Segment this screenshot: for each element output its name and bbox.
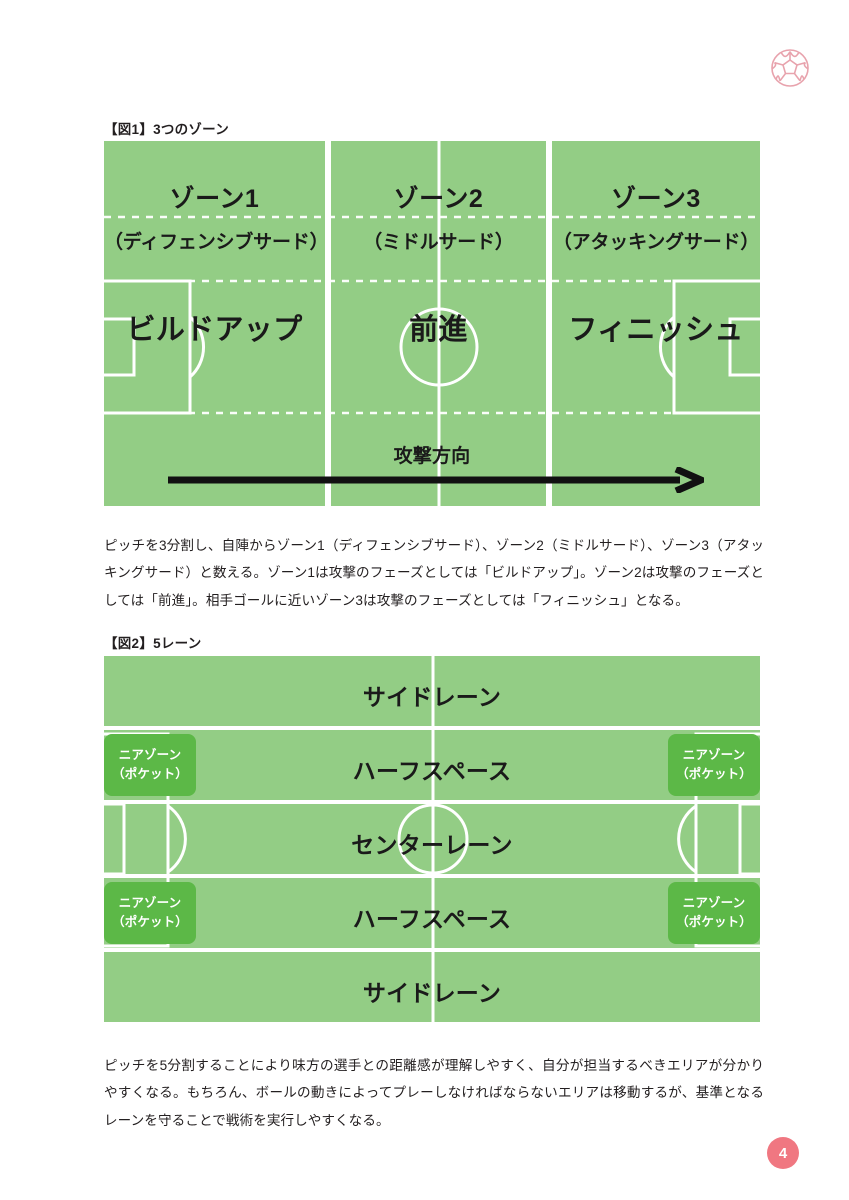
page-number-badge: 4 — [767, 1137, 799, 1169]
lane-label-halfspace-top: ハーフスペース — [352, 758, 512, 784]
lane-label-side-top: サイドレーン — [362, 684, 502, 710]
soccer-ball-icon — [768, 46, 812, 90]
pocket-label-line2: （ポケット） — [112, 915, 188, 929]
zone-1-phase: ビルドアップ — [126, 314, 303, 346]
pocket-zone-top-left: ニアゾーン （ポケット） — [104, 734, 196, 796]
lane-label-halfspace-bottom: ハーフスペース — [352, 906, 512, 932]
figure2-five-lanes-diagram: サイドレーン ハーフスペース センターレーン ハーフスペース サイドレーン ニア… — [104, 656, 760, 1022]
pocket-zone-top-right: ニアゾーン （ポケット） — [668, 734, 760, 796]
figure1-caption: 【図1】3つのゾーン — [104, 122, 230, 137]
lane-label-center: センターレーン — [351, 832, 513, 858]
zone-2-panel: ゾーン2 （ミドルサード） 前進 — [331, 141, 546, 506]
pocket-label-line1: ニアゾーン — [118, 747, 182, 762]
pocket-zone-bottom-left: ニアゾーン （ポケット） — [104, 882, 196, 944]
pocket-zone-bottom-right: ニアゾーン （ポケット） — [668, 882, 760, 944]
zone-3-subtitle: （アタッキングサード） — [552, 232, 760, 253]
figure1-three-zones-diagram: ゾーン1 （ディフェンシブサード） ビルドアップ ゾーン2 （ミドルサード） 前… — [104, 141, 760, 506]
pocket-label-line2: （ポケット） — [676, 767, 752, 781]
right-arrow-icon — [168, 467, 704, 493]
zone-1-title: ゾーン1 — [169, 185, 260, 213]
zone-divider-1 — [325, 141, 331, 506]
zone-divider-2 — [546, 141, 552, 506]
attack-direction-label: 攻撃方向 — [393, 446, 471, 467]
zone-3-panel: ゾーン3 （アタッキングサード） フィニッシュ — [552, 141, 760, 506]
pocket-label-line1: ニアゾーン — [118, 895, 182, 910]
zone-3-phase: フィニッシュ — [568, 314, 744, 346]
figure2-description-paragraph: ピッチを5分割することにより味方の選手との距離感が理解しやすく、自分が担当するべ… — [104, 1057, 764, 1129]
pocket-label-line1: ニアゾーン — [682, 895, 746, 910]
pocket-label-line2: （ポケット） — [112, 767, 188, 781]
zone-1-panel: ゾーン1 （ディフェンシブサード） ビルドアップ — [104, 141, 325, 506]
pocket-label-line2: （ポケット） — [676, 915, 752, 929]
zone-2-phase: 前進 — [409, 314, 468, 346]
figure1-description-paragraph: ピッチを3分割し、自陣からゾーン1（ディフェンシブサード）、ゾーン2（ミドルサー… — [104, 537, 765, 609]
zone-2-subtitle: （ミドルサード） — [363, 232, 514, 253]
lane-label-side-bottom: サイドレーン — [362, 980, 502, 1006]
zone-2-title: ゾーン2 — [393, 185, 484, 213]
pocket-label-line1: ニアゾーン — [682, 747, 746, 762]
zone-3-title: ゾーン3 — [611, 185, 701, 213]
zone-1-subtitle: （ディフェンシブサード） — [104, 232, 325, 253]
figure2-caption: 【図2】5レーン — [104, 636, 202, 651]
